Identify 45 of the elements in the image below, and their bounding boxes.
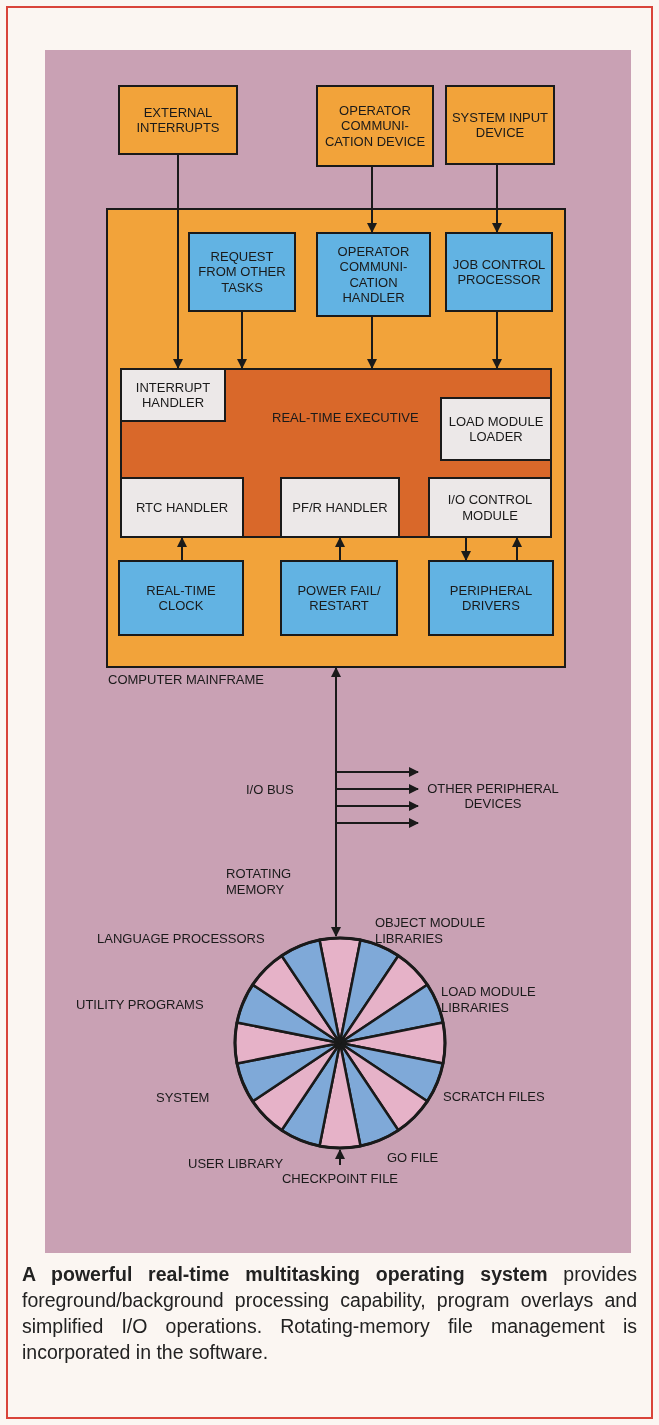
arrow xyxy=(237,311,247,369)
arrow xyxy=(335,818,419,828)
arrow xyxy=(335,767,419,777)
caption: A powerful real-time multitasking operating system provides foreground/background processing capability, program overlays and simplified I/O operations. Rotating-memory file management is incorporated in the software. xyxy=(22,1262,637,1365)
edge-label: I/O BUS xyxy=(246,782,294,798)
arrow xyxy=(367,166,377,233)
arrow xyxy=(177,537,187,561)
module-box: PERIPHERAL DRIVERS xyxy=(428,560,554,636)
text-label: OTHER PERIPHERAL DEVICES xyxy=(418,762,568,830)
group-title: REAL-TIME EXECUTIVE xyxy=(272,410,419,426)
arrow xyxy=(512,537,522,561)
disk-section-label: GO FILE xyxy=(387,1150,439,1166)
handler-box: LOAD MODULE LOADER xyxy=(440,397,552,461)
arrow xyxy=(331,667,341,937)
arrow xyxy=(335,1149,345,1166)
disk-section-label: SYSTEM xyxy=(156,1090,210,1106)
arrow xyxy=(367,316,377,369)
disk-section-label: OBJECT MODULE LIBRARIES xyxy=(375,915,487,947)
device-box: OPERATOR COMMUNI- CATION DEVICE xyxy=(316,85,434,167)
handler-box: INTERRUPT HANDLER xyxy=(120,368,226,422)
module-box: POWER FAIL/ RESTART xyxy=(280,560,398,636)
module-box: REQUEST FROM OTHER TASKS xyxy=(188,232,296,312)
disk-section-label: USER LIBRARY xyxy=(188,1156,284,1172)
group-title: COMPUTER MAINFRAME xyxy=(108,672,264,688)
module-box: OPERATOR COMMUNI- CATION HANDLER xyxy=(316,232,431,317)
disk-section-label: SCRATCH FILES xyxy=(443,1089,545,1105)
disk-section-label: UTILITY PROGRAMS xyxy=(76,997,204,1013)
disk-section-label: ROTATING MEMORY xyxy=(226,866,293,898)
arrow xyxy=(335,784,419,794)
handler-box: PF/R HANDLER xyxy=(280,477,400,538)
disk-section-label: LANGUAGE PROCESSORS xyxy=(97,931,265,947)
module-box: JOB CONTROL PROCESSOR xyxy=(445,232,553,312)
handler-box: RTC HANDLER xyxy=(120,477,244,538)
arrow xyxy=(492,311,502,369)
arrow xyxy=(335,801,419,811)
executive-panel xyxy=(120,368,552,538)
disk-section-label: LOAD MODULE LIBRARIES xyxy=(441,984,537,1016)
arrow xyxy=(461,537,471,561)
handler-box: I/O CONTROL MODULE xyxy=(428,477,552,538)
device-box: EXTERNAL INTERRUPTS xyxy=(118,85,238,155)
module-box: REAL-TIME CLOCK xyxy=(118,560,244,636)
arrow xyxy=(335,537,345,561)
arrow xyxy=(173,154,183,369)
device-box: SYSTEM INPUT DEVICE xyxy=(445,85,555,165)
arrow xyxy=(492,164,502,233)
